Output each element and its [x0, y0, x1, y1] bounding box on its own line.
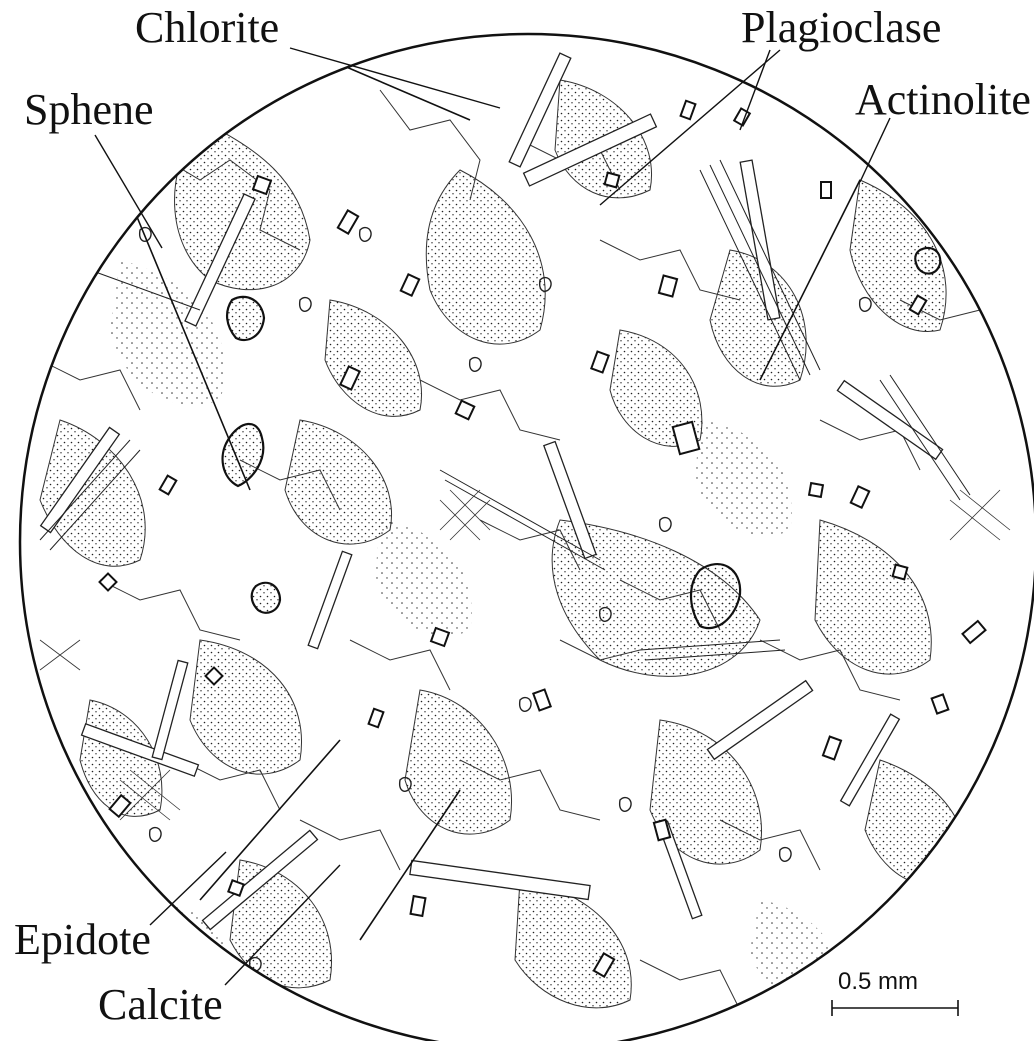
label-chlorite: Chlorite — [135, 6, 279, 50]
scale-bar — [832, 1000, 958, 1016]
label-sphene: Sphene — [24, 88, 154, 132]
scale-bar-label: 0.5 mm — [838, 970, 918, 994]
label-actinolite: Actinolite — [855, 78, 1031, 122]
label-plagioclase: Plagioclase — [741, 6, 941, 50]
label-calcite: Calcite — [98, 983, 223, 1027]
label-epidote: Epidote — [14, 918, 151, 962]
